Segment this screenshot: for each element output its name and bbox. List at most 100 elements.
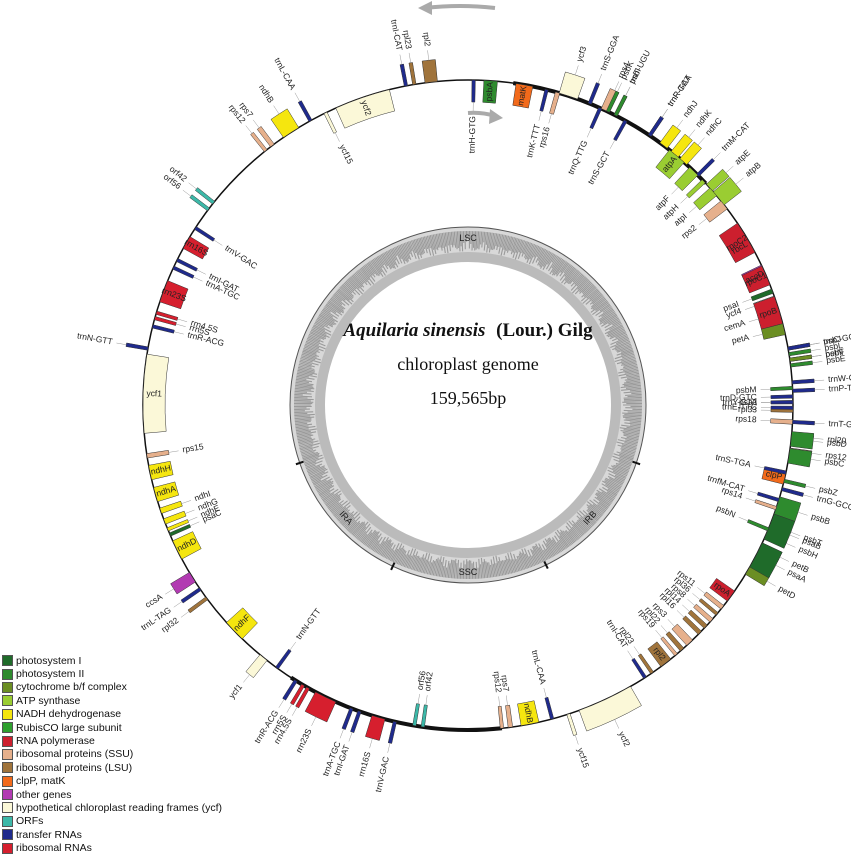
- gene-leader: [677, 610, 684, 617]
- gene-leader: [165, 589, 173, 594]
- gene-leader: [790, 535, 799, 539]
- gene-leader: [190, 522, 199, 526]
- gene-label: rps15: [182, 441, 205, 454]
- gene-leader: [539, 111, 541, 121]
- gene-leader: [726, 166, 733, 173]
- genome-subtitle: chloroplast genome: [397, 354, 538, 374]
- gene-label: trnS-GGA: [598, 33, 621, 72]
- gene-leader: [349, 732, 352, 741]
- gene-leader: [682, 605, 689, 612]
- gene-leader: [617, 83, 621, 92]
- gene-leader: [370, 739, 373, 749]
- gene-label: trnE-TTC: [722, 401, 757, 411]
- gene-label: trnH-GTG: [467, 116, 478, 153]
- gene-rpl2: [422, 60, 437, 83]
- gene-trns-gga: [588, 83, 600, 105]
- legend-swatch: [2, 749, 13, 760]
- gene-leader: [174, 602, 182, 608]
- gene-rrn16s: [365, 715, 385, 740]
- gene-label: trnN-GTT: [293, 606, 322, 641]
- legend-swatch: [2, 722, 13, 733]
- gene-psbn: [747, 519, 769, 530]
- legend-item: other genes: [2, 788, 302, 801]
- legend-label: ORFs: [16, 815, 43, 827]
- gene-leader: [713, 153, 720, 160]
- gene-leader: [814, 380, 824, 381]
- gene-ndhb: [271, 109, 299, 138]
- gene-label: trnV-GAC: [373, 755, 391, 793]
- gene-label: trnL-CAA: [272, 56, 298, 92]
- gene-leader: [388, 743, 390, 753]
- gene-label: rps18: [735, 413, 757, 424]
- species-name: Aquilaria sinensis: [342, 320, 485, 341]
- gene-leader: [776, 565, 785, 570]
- gene-leader: [188, 517, 197, 521]
- gene-leader: [598, 74, 602, 83]
- gene-leader: [812, 361, 822, 362]
- genome-size: 159,565bp: [430, 388, 507, 408]
- gene-trnl-caa: [298, 101, 312, 122]
- gene-leader: [634, 646, 640, 654]
- gene-label: trnC-GCA: [823, 330, 851, 346]
- gene-label: trnT-GGT: [828, 418, 851, 430]
- gene-trna-tgc: [342, 708, 353, 730]
- gene-leader: [813, 441, 823, 442]
- gene-leader: [746, 498, 755, 501]
- legend-item: clpP, matK: [2, 775, 302, 788]
- gene-leader: [815, 423, 825, 424]
- gene-trnp-tgg: [793, 388, 815, 392]
- gene-leader: [739, 517, 748, 521]
- gene-trnq-ttg: [590, 107, 602, 128]
- legend-label: other genes: [16, 789, 71, 801]
- gene-leader: [689, 206, 697, 213]
- gene-trns-gct: [614, 120, 628, 141]
- gene-label: trnL-CAA: [530, 649, 549, 686]
- legend-label: cytochrome b/f complex: [16, 681, 127, 693]
- gene-trnr-tct: [648, 116, 663, 136]
- legend-item: RubisCO large subunit: [2, 721, 302, 734]
- gene-leader: [786, 543, 795, 547]
- gene-label: ccsA: [143, 591, 164, 609]
- gene-leader: [805, 486, 815, 488]
- gene-rps2: [704, 201, 727, 222]
- gene-leader: [677, 120, 683, 128]
- legend-label: photosystem II: [16, 668, 84, 680]
- gene-label: rps12: [492, 671, 504, 693]
- legend-label: hypothetical chloroplast reading frames …: [16, 802, 222, 814]
- legend-swatch: [2, 776, 13, 787]
- gene-label: psbD: [827, 437, 848, 449]
- region-label-lsc: LSC: [459, 233, 477, 243]
- legend-item: ribosomal RNAs: [2, 841, 302, 854]
- legend-swatch: [2, 669, 13, 680]
- gene-trnl-caa: [545, 697, 554, 719]
- outer-arrow-head: [418, 1, 432, 15]
- gene-leader: [575, 735, 578, 745]
- gene-ycf2: [579, 686, 641, 731]
- gene-trni-gat: [350, 711, 361, 733]
- legend-label: clpP, matK: [16, 775, 65, 787]
- legend-item: photosystem I: [2, 654, 302, 667]
- legend-swatch: [2, 802, 13, 813]
- legend-swatch: [2, 695, 13, 706]
- gene-leader: [742, 299, 751, 303]
- gene-leader: [176, 324, 186, 327]
- gene-label: ycf3: [574, 45, 588, 63]
- gene-psbd: [790, 432, 813, 449]
- gene-leader: [761, 420, 771, 421]
- gene-leader: [587, 128, 591, 137]
- legend-swatch: [2, 843, 13, 854]
- gene-leader: [182, 500, 191, 503]
- gene-leader: [409, 53, 411, 63]
- gene-trnh-gtg: [472, 80, 476, 102]
- gene-leader: [812, 355, 822, 356]
- gene-orf56: [413, 704, 420, 726]
- gene-leader: [780, 557, 789, 561]
- gene-rps16: [549, 92, 559, 114]
- gene-label: psbA: [483, 81, 494, 101]
- gene-leader: [426, 695, 427, 705]
- legend-swatch: [2, 736, 13, 747]
- gene-trny-gta: [771, 400, 793, 403]
- legend-item: ribosomal proteins (SSU): [2, 748, 302, 761]
- gene-trnfm-cat: [757, 492, 779, 502]
